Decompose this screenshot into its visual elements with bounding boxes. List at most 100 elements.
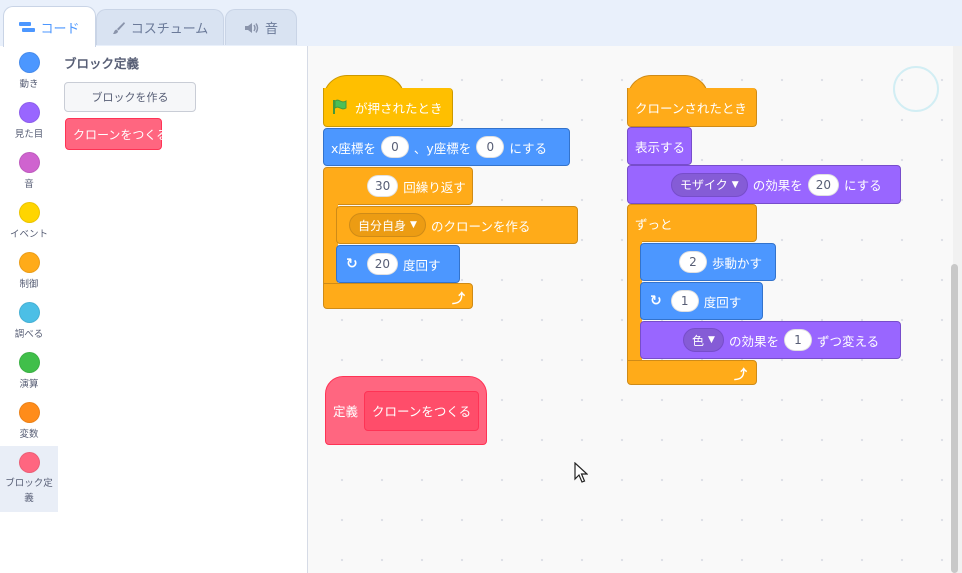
block-text: x座標を [331,140,376,156]
dropdown-value: 色 [692,333,705,348]
category-events[interactable]: イベント [0,196,58,246]
sound-dot-icon [18,152,40,173]
forever-end-cap: ⤴ [627,360,757,385]
category-variables[interactable]: 変数 [0,396,58,446]
block-text: 表示する [635,139,686,155]
category-label: ブロック定義 [5,478,53,504]
dropdown-value: 自分自身 [358,218,407,233]
block-text: 回繰り返す [403,179,466,195]
turn-right-block[interactable]: ↻ 20 度回す [336,245,460,283]
clone-target-dropdown[interactable]: 自分自身▼ [349,213,426,237]
hat-label: が押されたとき [355,100,443,116]
effect-dropdown[interactable]: 色▼ [683,328,724,352]
tab-costumes-label: コスチューム [130,22,209,37]
control-dot-icon [18,252,40,273]
change-value-input[interactable]: 1 [783,329,812,351]
category-label: 制御 [19,279,39,290]
move-steps-block[interactable]: 2 歩動かす [640,243,776,281]
looks-dot-icon [18,102,40,123]
category-label: 音 [24,179,34,190]
y-input[interactable]: 0 [476,136,505,158]
custom-block-prototype[interactable]: クローンをつくる [364,390,480,431]
block-text: 度回す [403,257,441,273]
tab-code-label: コード [40,21,80,37]
category-control[interactable]: 制御 [0,246,58,296]
repeat-count-input[interactable]: 30 [367,175,399,197]
when-clone-starts-block[interactable]: クローンされたとき [627,88,757,127]
when-flag-clicked-block[interactable]: が押されたとき [323,88,453,127]
category-operators[interactable]: 演算 [0,346,58,396]
code-icon [19,22,36,32]
block-text: 度回す [703,294,742,310]
degrees-input[interactable]: 1 [670,290,699,312]
category-sound[interactable]: 音 [0,146,58,196]
editor-tab-bar: コード コスチューム 音 [0,0,962,47]
block-text: 定義 [333,404,359,419]
block-text: 歩動かす [712,255,763,271]
forever-arm [627,241,642,361]
block-text: のクローンを作る [430,218,531,234]
sensing-dot-icon [18,302,40,323]
category-looks[interactable]: 見た目 [0,96,58,146]
x-input[interactable]: 0 [380,136,409,158]
loop-arrow-icon: ⤴ [734,368,748,383]
block-text: の効果を [728,333,779,349]
events-dot-icon [18,202,40,223]
palette-clone-block[interactable]: クローンをつくる [65,118,168,150]
category-label: イベント [9,229,48,240]
create-clone-block[interactable]: 自分自身▼ のクローンを作る [336,206,578,244]
hat-label: クローンされたとき [635,100,747,116]
category-label: 調べる [14,329,44,340]
tab-code[interactable]: コード [3,6,96,47]
category-label: 動き [19,79,39,90]
brush-icon [112,21,125,34]
effect-value-input[interactable]: 20 [807,173,839,196]
workspace-scrollbar-thumb[interactable] [951,264,958,573]
category-menu: 動き 見た目 音 イベント 制御 調べる 演算 変数 ブロック定義 [0,46,59,573]
degrees-input[interactable]: 20 [366,253,399,275]
dropdown-value: モザイク [680,178,728,192]
effect-dropdown[interactable]: モザイク▼ [671,172,748,197]
rotate-right-icon: ↻ [650,293,662,309]
myblocks-dot-icon [18,452,40,473]
repeat-end-cap: ⤴ [323,283,473,309]
green-flag-icon [333,99,347,114]
block-text: ずっと [635,216,673,232]
set-effect-block[interactable]: モザイク▼ の効果を 20 にする [627,165,901,204]
define-block[interactable]: 定義 クローンをつくる [325,376,487,445]
variables-dot-icon [18,402,40,423]
clone-target-icon [893,66,939,112]
loop-arrow-icon: ⤴ [452,292,466,307]
rotate-right-icon: ↻ [346,256,358,272]
show-block[interactable]: 表示する [627,127,692,165]
palette-title: ブロック定義 [64,56,140,71]
category-sensing[interactable]: 調べる [0,296,58,346]
tab-costumes[interactable]: コスチューム [96,9,224,45]
category-label: 見た目 [14,129,44,140]
dropdown-arrow-icon: ▼ [708,335,715,345]
repeat-arm [323,204,338,284]
motion-dot-icon [18,52,40,73]
change-effect-block[interactable]: 色▼ の効果を 1 ずつ変える [640,321,901,359]
make-block-button[interactable]: ブロックを作る [64,82,196,112]
turn-right-block[interactable]: ↻ 1 度回す [640,282,763,320]
go-to-xy-block[interactable]: x座標を 0 、y座標を 0 にする [323,128,570,166]
category-motion[interactable]: 動き [0,46,58,96]
operators-dot-icon [18,352,40,373]
block-text: ずつ変える [816,333,880,349]
dropdown-arrow-icon: ▼ [410,220,417,230]
mouse-cursor-icon [574,462,588,483]
speaker-icon [244,22,259,33]
repeat-block[interactable]: 30 回繰り返す [323,167,473,205]
forever-block[interactable]: ずっと [627,204,757,242]
steps-input[interactable]: 2 [679,251,707,273]
block-text: の効果を [752,178,803,193]
tab-sounds[interactable]: 音 [225,9,297,45]
block-text: にする [509,140,547,156]
category-label: 演算 [19,379,39,390]
category-myblocks[interactable]: ブロック定義 [0,446,58,512]
block-text: にする [843,178,882,193]
dropdown-arrow-icon: ▼ [731,179,739,190]
block-text: 、y座標を [413,140,472,156]
tab-sounds-label: 音 [264,22,278,37]
